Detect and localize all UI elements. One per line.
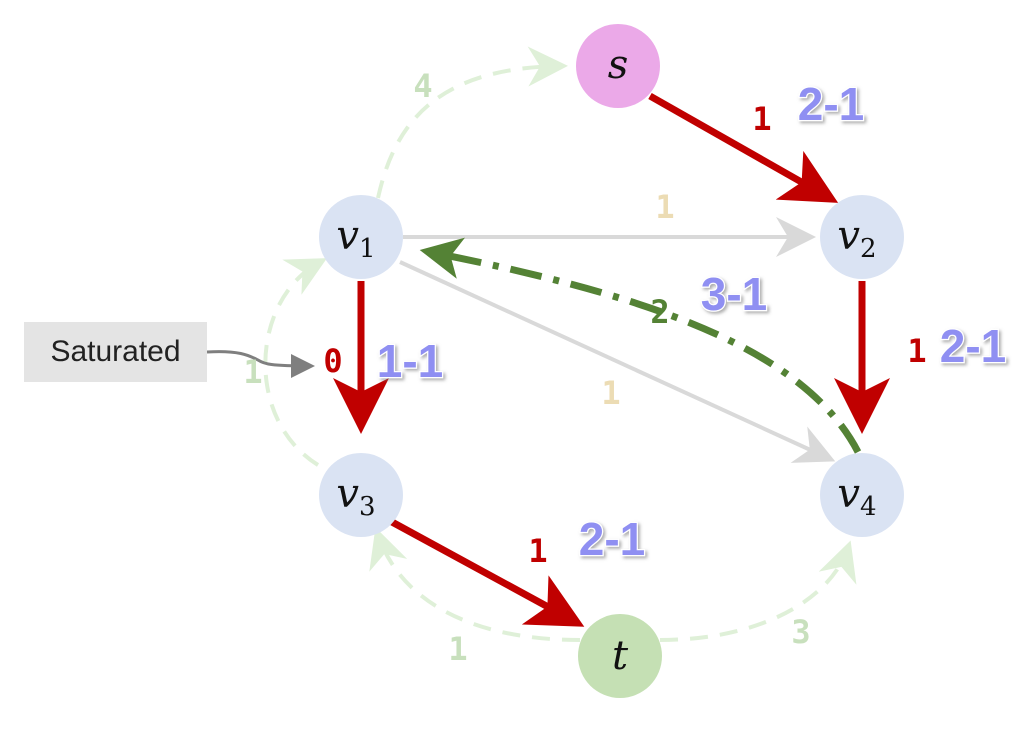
label-t-v3-residual: 1: [448, 630, 467, 668]
edge-s-v2: [648, 92, 839, 203]
residual-edge-t-v3: [369, 527, 581, 642]
svg-text:t: t: [612, 633, 629, 679]
node-v2: v2: [820, 195, 904, 279]
callout-arrow: [206, 350, 315, 378]
label-t-v4-residual: 3: [791, 613, 810, 651]
label-v2-v4: 1: [907, 332, 926, 370]
node-v1: v1: [319, 195, 403, 279]
label-v1-v4: 1: [601, 374, 620, 412]
node-v3: v3: [319, 453, 403, 537]
label-s-v2: 1: [752, 100, 771, 138]
svg-text:v4: v4: [837, 471, 876, 522]
badge-v2-v4: 2-1: [940, 320, 1006, 372]
residual-edge-v1-s: [376, 46, 568, 199]
reverse-edge-v4-v1: [419, 237, 862, 454]
svg-text:v1: v1: [336, 213, 375, 264]
badge-v1-v3: 1-1: [377, 335, 443, 387]
label-v1-v2: 1: [655, 188, 674, 226]
label-v1-s-residual: 4: [413, 67, 432, 105]
residual-edge-v3-v1: [263, 258, 328, 467]
svg-text:v3: v3: [336, 471, 375, 522]
saturated-callout: Saturated: [24, 322, 207, 382]
badge-v3-t: 2-1: [579, 513, 645, 565]
saturated-callout-text: Saturated: [50, 335, 181, 368]
edge-v3-t: [390, 518, 585, 627]
edge-v1-v4: [399, 260, 836, 463]
label-v3-v1-residual: 1: [243, 353, 262, 391]
node-v4: v4: [820, 453, 904, 537]
badge-v4-v1: 3-1: [701, 268, 767, 320]
residual-edge-t-v4: [659, 540, 857, 642]
node-t: t: [578, 614, 662, 698]
label-v4-v1-reverse: 2: [650, 293, 669, 331]
svg-text:v2: v2: [837, 213, 876, 264]
label-v3-t: 1: [528, 532, 547, 570]
node-s: s: [576, 24, 660, 108]
label-v1-v3: 0: [323, 342, 342, 380]
badge-s-v2: 2-1: [798, 78, 864, 130]
svg-text:s: s: [608, 42, 629, 88]
